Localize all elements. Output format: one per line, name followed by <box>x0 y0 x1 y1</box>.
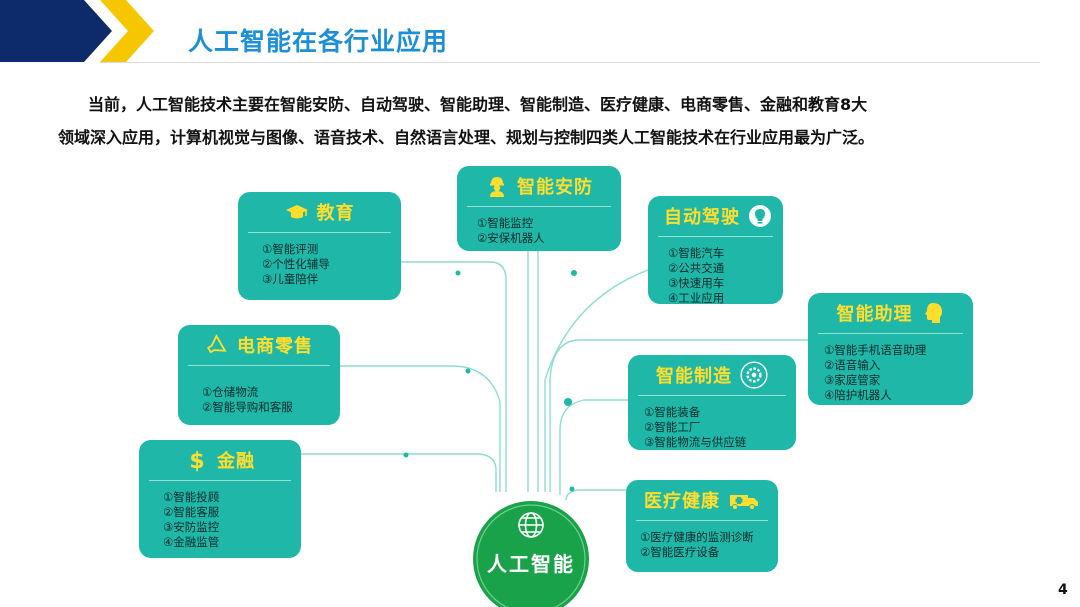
card-divider <box>149 480 291 481</box>
card-manufacturing: 智能制造 ①智能装备 ②智能工厂 ③智能物流与供应链 <box>628 355 796 450</box>
dollar-icon: $ <box>189 449 204 472</box>
card-retail: 电商零售 ①仓储物流 ②智能导购和客服 <box>178 325 340 425</box>
card-education-header: 教育 <box>238 192 401 232</box>
list-item: ④工业应用 <box>668 291 725 305</box>
slide-title: 人工智能在各行业应用 <box>188 27 449 56</box>
list-item: ①智能手机语音助理 <box>824 343 927 357</box>
card-finance-header: $ 金融 <box>139 440 301 480</box>
list-item: ②智能导购和客服 <box>202 400 293 414</box>
card-divider <box>658 236 773 237</box>
list-item: ①医疗健康的监测诊断 <box>640 530 754 544</box>
card-manufacturing-header: 智能制造 <box>628 355 796 395</box>
list-item: ③儿童陪伴 <box>262 272 319 286</box>
card-security-title: 智能安防 <box>517 177 593 198</box>
card-assistant-title: 智能助理 <box>836 304 913 325</box>
list-item: ②智能医疗设备 <box>640 545 720 559</box>
card-healthcare: 医疗健康 ①医疗健康的监测诊断 ②智能医疗设备 <box>626 480 778 572</box>
lightbulb-icon <box>749 205 771 227</box>
card-education-list: ①智能评测 ②个性化辅导 ③儿童陪伴 <box>262 242 330 287</box>
intro-line-1: 当前，人工智能技术主要在智能安防、自动驾驶、智能助理、智能制造、医疗健康、电商零… <box>88 95 868 114</box>
graduation-cap-icon <box>285 205 308 219</box>
list-item: ④金融监管 <box>163 535 220 549</box>
worker-icon <box>490 177 504 197</box>
card-divider <box>188 365 330 366</box>
header-decoration <box>0 0 154 62</box>
card-divider <box>818 333 963 334</box>
globe-icon <box>518 512 544 538</box>
list-item: ①智能投顾 <box>163 490 220 504</box>
card-assistant-list: ①智能手机语音助理 ②语音输入 ③家庭管家 ④陪护机器人 <box>824 343 926 403</box>
card-finance: $ 金融 ①智能投顾 ②智能客服 ③安防监控 ④金融监管 <box>139 440 301 558</box>
card-security-header: 智能安防 <box>457 166 621 206</box>
list-item: ①仓储物流 <box>202 385 259 399</box>
list-item: ①智能监控 <box>477 216 534 230</box>
list-item: ②个性化辅导 <box>262 257 330 271</box>
card-security-list: ①智能监控 ②安保机器人 <box>477 216 545 246</box>
card-healthcare-list: ①医疗健康的监测诊断 ②智能医疗设备 <box>640 530 754 560</box>
list-item: ②智能工厂 <box>644 420 701 434</box>
list-item: ③智能物流与供应链 <box>644 435 747 449</box>
list-item: ③快速用车 <box>668 276 725 290</box>
list-item: ③安防监控 <box>163 520 220 534</box>
card-manufacturing-title: 智能制造 <box>656 366 732 387</box>
list-item: ②安保机器人 <box>477 231 545 245</box>
list-item: ②公共交通 <box>668 261 725 275</box>
card-finance-list: ①智能投顾 ②智能客服 ③安防监控 ④金融监管 <box>163 490 219 550</box>
card-divider <box>248 232 391 233</box>
card-divider <box>638 395 786 396</box>
card-finance-title: 金融 <box>217 451 255 472</box>
list-item: ①智能装备 <box>644 405 701 419</box>
list-item: ②语音输入 <box>824 358 881 372</box>
ambulance-icon <box>730 495 758 510</box>
hub-label: 人工智能 <box>487 552 575 576</box>
card-healthcare-header: 医疗健康 <box>626 480 778 520</box>
card-retail-title: 电商零售 <box>237 336 313 357</box>
title-divider <box>100 62 1040 63</box>
card-healthcare-title: 医疗健康 <box>644 491 720 512</box>
card-divider <box>467 206 611 207</box>
intro-paragraph: 当前，人工智能技术主要在智能安防、自动驾驶、智能助理、智能制造、医疗健康、电商零… <box>58 88 1048 154</box>
intro-line-2: 领域深入应用，计算机视觉与图像、语音技术、自然语言处理、规划与控制四类人工智能技… <box>58 128 875 147</box>
page-number: 4 <box>1058 582 1068 598</box>
card-assistant-header: 智能助理 <box>808 293 973 333</box>
head-icon <box>924 303 942 323</box>
card-retail-list: ①仓储物流 ②智能导购和客服 <box>202 385 293 415</box>
hub-circle <box>473 501 589 607</box>
card-driving-title: 自动驾驶 <box>664 207 740 228</box>
gear-icon <box>740 361 768 389</box>
megaphone-icon <box>206 334 227 354</box>
card-divider <box>636 520 768 521</box>
card-retail-header: 电商零售 <box>178 325 340 365</box>
list-item: ①智能评测 <box>262 242 319 256</box>
card-assistant: 智能助理 ①智能手机语音助理 ②语音输入 ③家庭管家 ④陪护机器人 <box>808 293 973 405</box>
card-manufacturing-list: ①智能装备 ②智能工厂 ③智能物流与供应链 <box>644 405 746 450</box>
list-item: ④陪护机器人 <box>824 388 892 402</box>
card-education-title: 教育 <box>316 203 355 224</box>
list-item: ②智能客服 <box>163 505 220 519</box>
card-education: 教育 ①智能评测 ②个性化辅导 ③儿童陪伴 <box>238 192 401 300</box>
card-driving: 自动驾驶 ①智能汽车 ②公共交通 ③快速用车 ④工业应用 <box>648 196 783 306</box>
card-security: 智能安防 ①智能监控 ②安保机器人 <box>457 166 621 251</box>
card-driving-header: 自动驾驶 <box>648 196 783 236</box>
card-driving-list: ①智能汽车 ②公共交通 ③快速用车 ④工业应用 <box>668 246 724 306</box>
list-item: ①智能汽车 <box>668 246 725 260</box>
list-item: ③家庭管家 <box>824 373 881 387</box>
svg-text:$: $ <box>189 449 204 472</box>
